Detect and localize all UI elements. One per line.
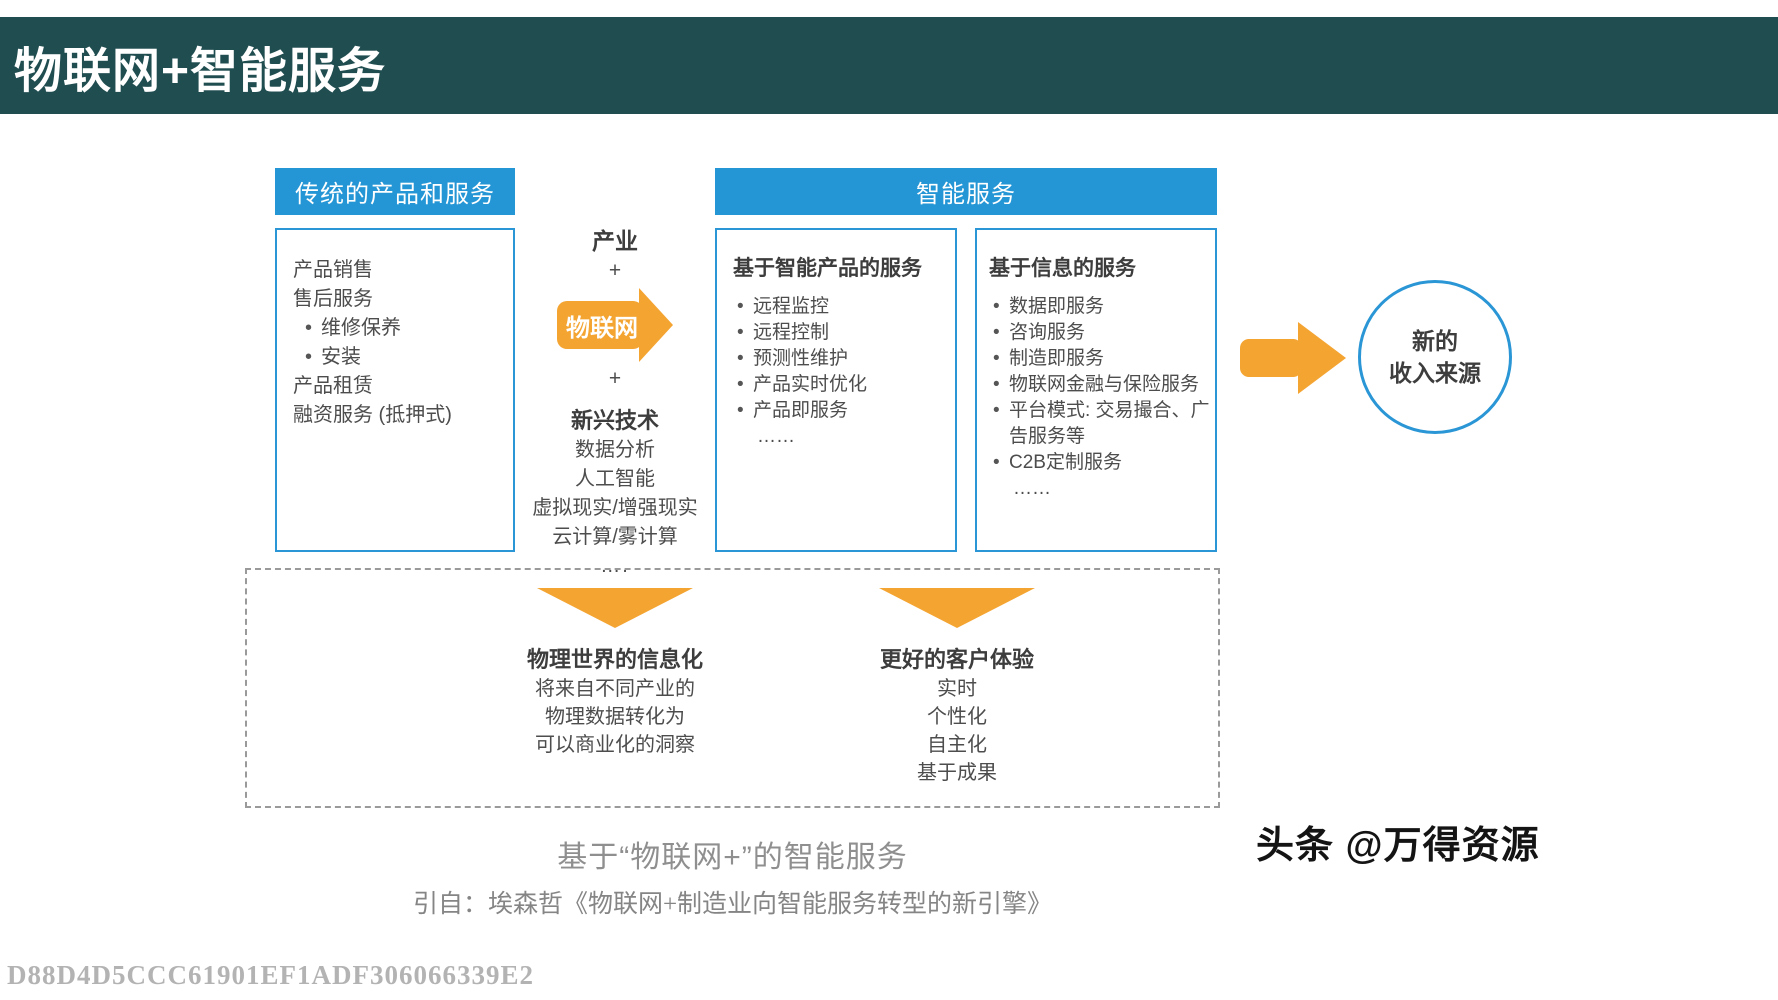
plus-sign: +	[608, 259, 622, 282]
list-item: 产品即服务	[733, 398, 949, 424]
list-item: 产品销售	[293, 259, 373, 281]
right-arrow-icon	[557, 288, 673, 362]
watermark-code: D88D4D5CCC61901EF1ADF306066339E2	[7, 960, 534, 990]
traditional-services-header: 传统的产品和服务	[275, 168, 515, 215]
traditional-services-box: 产品销售 售后服务 维修保养 安装 产品租赁 融资服务 (抵押式)	[275, 228, 515, 552]
figure-caption: 基于“物联网+”的智能服务	[557, 841, 908, 874]
list-item: C2B定制服务	[989, 450, 1211, 476]
outcome-line: 自主化	[927, 734, 987, 756]
iot-arrow-badge: 物联网	[557, 288, 673, 362]
new-revenue-circle: 新的 收入来源	[1358, 280, 1512, 434]
box-header: 基于信息的服务	[989, 257, 1136, 280]
iot-label: 物联网	[566, 314, 638, 342]
ellipsis: ……	[1013, 478, 1051, 499]
list-item: 远程监控	[733, 294, 949, 320]
list-item: 融资服务 (抵押式)	[293, 404, 452, 426]
right-arrow-icon	[1240, 322, 1346, 394]
watermark-brand: 头条 @万得资源	[1256, 825, 1540, 867]
traditional-services-list: 产品销售 售后服务 维修保养 安装 产品租赁 融资服务 (抵押式)	[293, 256, 505, 430]
down-triangle-icon	[537, 588, 693, 628]
tech-item: 数据分析	[575, 439, 655, 461]
outcome-line: 物理数据转化为	[545, 706, 685, 728]
ellipsis: ….	[600, 555, 630, 577]
product-based-services-box: 基于智能产品的服务 远程监控 远程控制 预测性维护 产品实时优化 产品即服务 ……	[715, 228, 957, 552]
circle-line: 新的	[1412, 328, 1458, 354]
list-item: 远程控制	[733, 320, 949, 346]
outcome-customer-experience: 更好的客户体验 实时 个性化 自主化 基于成果	[797, 645, 1117, 787]
list-item: 咨询服务	[989, 320, 1211, 346]
industry-label: 产业	[592, 228, 638, 254]
info-based-services-box: 基于信息的服务 数据即服务 咨询服务 制造即服务 物联网金融与保险服务 平台模式…	[975, 228, 1217, 552]
list-item: 数据即服务	[989, 294, 1211, 320]
list-item: 售后服务	[293, 288, 373, 310]
outcome-header: 更好的客户体验	[879, 647, 1034, 672]
outcome-header: 物理世界的信息化	[526, 647, 703, 672]
transformation-column: 产业 + 物联网 + 新兴技术 数据分析 人工智能 虚拟现实/增强现实 云计算/…	[515, 226, 715, 581]
plus-sign: +	[608, 367, 622, 390]
outcome-line: 将来自不同产业的	[535, 678, 695, 700]
circle-line: 收入来源	[1389, 360, 1481, 386]
box-header: 基于智能产品的服务	[733, 257, 922, 280]
list-item: 物联网金融与保险服务	[989, 372, 1211, 398]
ellipsis: ……	[757, 426, 795, 447]
outcomes-dashed-box	[245, 568, 1220, 808]
outcome-line: 基于成果	[917, 762, 997, 784]
list-item: 预测性维护	[733, 346, 949, 372]
list-item: 产品租赁	[293, 375, 373, 397]
down-triangle-icon	[879, 588, 1035, 628]
page-title: 物联网+智能服务	[14, 44, 387, 98]
product-services-list: 远程监控 远程控制 预测性维护 产品实时优化 产品即服务 ……	[733, 294, 949, 450]
list-item: 制造即服务	[989, 346, 1211, 372]
list-item: 产品实时优化	[733, 372, 949, 398]
tech-item: 云计算/雾计算	[552, 526, 678, 548]
outcome-line: 实时	[937, 678, 977, 700]
list-item: 安装	[293, 343, 505, 372]
emerging-tech-header: 新兴技术	[570, 408, 659, 433]
smart-services-header: 智能服务	[715, 168, 1217, 215]
list-item: 平台模式: 交易撮合、广告服务等	[989, 398, 1211, 450]
tech-item: 虚拟现实/增强现实	[532, 497, 698, 519]
outcome-line: 个性化	[927, 706, 987, 728]
outcome-line: 可以商业化的洞察	[535, 734, 695, 756]
list-item: 维修保养	[293, 314, 505, 343]
outcome-digitization: 物理世界的信息化 将来自不同产业的 物理数据转化为 可以商业化的洞察	[455, 645, 775, 759]
tech-item: 人工智能	[575, 468, 655, 490]
title-bar: 物联网+智能服务	[0, 17, 1778, 114]
source-citation: 引自：埃森哲《物联网+制造业向智能服务转型的新引擎》	[412, 891, 1053, 918]
info-services-list: 数据即服务 咨询服务 制造即服务 物联网金融与保险服务 平台模式: 交易撮合、广…	[989, 294, 1211, 502]
revenue-arrow	[1240, 316, 1348, 405]
